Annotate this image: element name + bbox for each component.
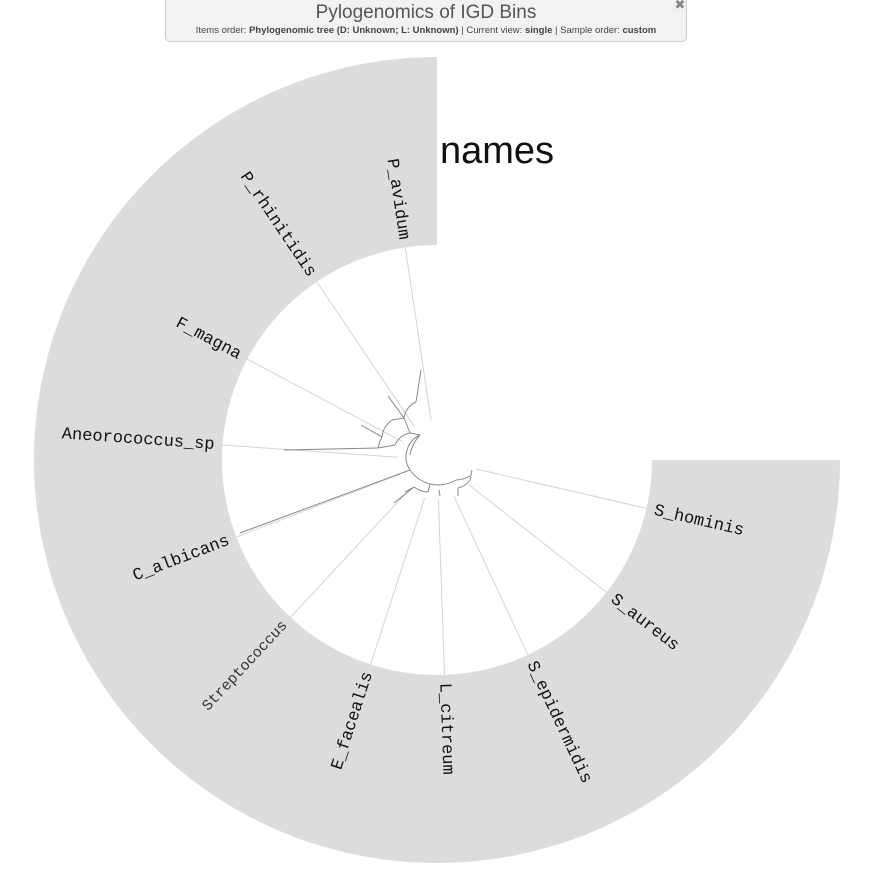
title-panel: Pylogenomics of IGD Bins Items order: Ph… [165, 0, 687, 42]
separator: | [552, 25, 561, 36]
tree-branch [394, 432, 411, 446]
leaf-guide-line [437, 499, 446, 675]
leaf-guide-line [475, 468, 647, 509]
sample-order-label: Sample order: [560, 25, 623, 36]
leaf-guide-line [246, 358, 402, 442]
tree-branch [429, 479, 457, 486]
tree-branch [377, 436, 383, 449]
items-order-label: Items order: [195, 25, 250, 36]
leaf-label[interactable]: L_citreum [434, 683, 456, 775]
tree-branch [409, 469, 431, 485]
leaf-guide-line [404, 247, 432, 421]
tree-branch [387, 395, 405, 419]
tree-branch [283, 447, 379, 451]
tree-branch [239, 469, 411, 534]
leaf-guide-line [290, 488, 411, 618]
page-title: Pylogenomics of IGD Bins [315, 2, 537, 23]
current-view-value: single [524, 25, 553, 36]
tree-branch [404, 486, 415, 493]
sample-order-value: custom [622, 25, 657, 36]
leaf-guide-lines [222, 247, 647, 675]
tree-branch [409, 432, 421, 436]
tree-branch [391, 417, 405, 421]
current-view-label: Current view: [466, 25, 525, 36]
layer-title: names [440, 130, 554, 172]
tree-branch [469, 469, 473, 481]
tree-branch [413, 486, 429, 493]
tree-branch [438, 489, 441, 497]
tree-branch [403, 401, 417, 419]
leaf-guide-line [236, 473, 400, 538]
tree-branch [393, 486, 415, 504]
items-order-value: Phylogenomic tree (D: Unknown; L: Unknow… [249, 25, 459, 36]
tree-branches [239, 369, 473, 534]
tree-branch [377, 444, 396, 449]
tree-branch [403, 417, 411, 434]
tree-branch [427, 483, 431, 493]
tree-branch [381, 419, 393, 438]
leaf-guide-line [453, 496, 529, 656]
tree-branch [409, 434, 421, 456]
tree-branch [457, 479, 471, 489]
close-icon[interactable]: ✖ [674, 0, 686, 13]
separator: | [458, 25, 467, 36]
tree-branch [360, 424, 383, 438]
leaf-guide-line [370, 497, 426, 665]
leaf-guide-line [468, 484, 607, 593]
tree-branch [455, 475, 471, 481]
tree-branch [415, 369, 422, 403]
leaf-guide-line [316, 281, 416, 428]
view-summary: Items order: Phylogenomic tree (D: Unkno… [166, 25, 686, 36]
names-layer-ring[interactable] [34, 57, 840, 863]
tree-branch [405, 434, 421, 471]
leaf-guide-line [222, 444, 398, 458]
